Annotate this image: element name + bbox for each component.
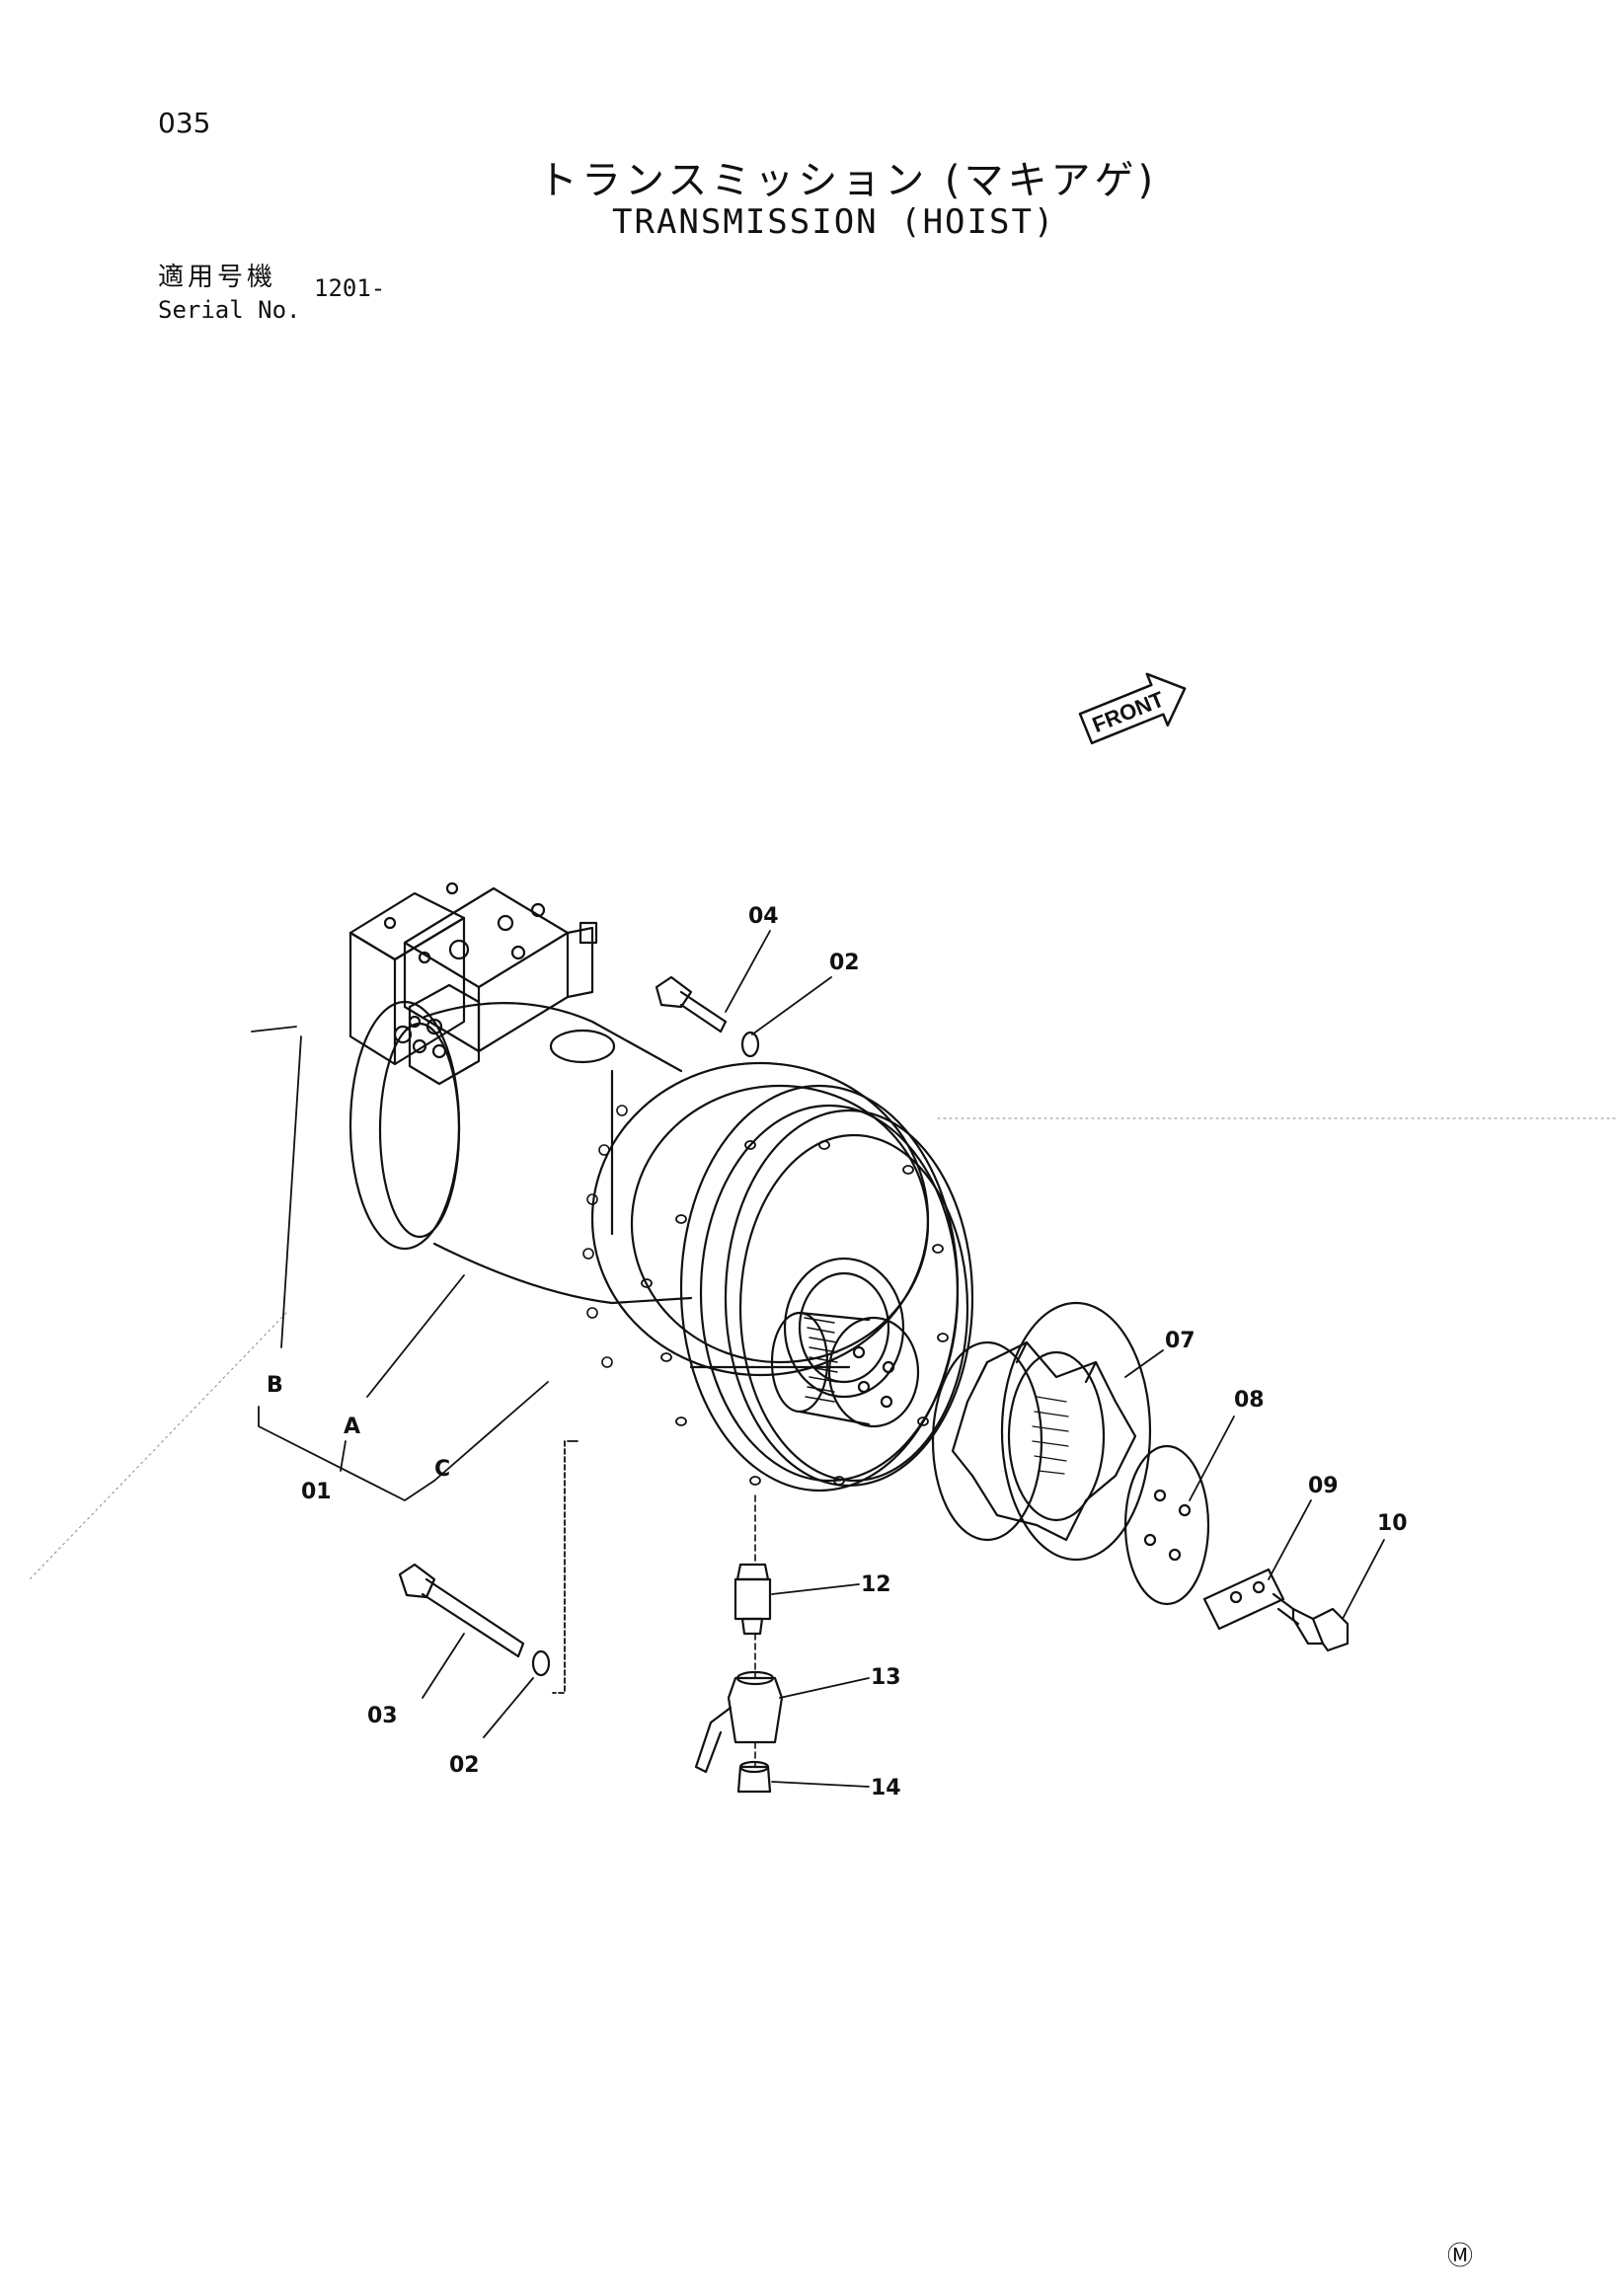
callout-03: 03 [367, 1704, 398, 1728]
lock-plate [1202, 1568, 1285, 1631]
flange-bolt-holes [641, 1140, 949, 1486]
page-title-japanese: トランスミッション (マキアゲ) [538, 158, 1158, 203]
output-shaft [770, 1311, 920, 1428]
callout-c: C [434, 1457, 450, 1482]
serial-label-japanese: 適用号機 [158, 263, 277, 292]
drain-cap-14 [736, 1760, 772, 1794]
washer-02-top [740, 1031, 760, 1058]
page-title-english: TRANSMISSION (HOIST) [612, 202, 1056, 242]
callout-12: 12 [861, 1572, 891, 1597]
valve-block [348, 881, 598, 1086]
washer-02-bottom [531, 1649, 551, 1677]
callout-b: B [267, 1373, 283, 1398]
leader-lines [251, 930, 1385, 1788]
bolt-03 [398, 1563, 525, 1658]
serial-number-value: 1201- [314, 274, 386, 302]
callout-a: A [344, 1415, 360, 1439]
pinion-gear [931, 1301, 1152, 1562]
hoist-motor-body [348, 1000, 693, 1305]
callout-09: 09 [1308, 1474, 1339, 1498]
transmission-drum [582, 1061, 974, 1492]
callout-labels: 04 02 07 08 09 10 12 13 14 03 02 B A C 0… [267, 904, 1408, 1800]
callout-10: 10 [1377, 1511, 1408, 1536]
drum-outer-bolts [582, 1105, 628, 1368]
serial-label-english: Serial No. [158, 296, 301, 324]
page-number: 035 [158, 107, 211, 139]
retainer-plate [1123, 1444, 1210, 1606]
front-arrow-icon: FRONT [1078, 672, 1187, 745]
dotted-guide-lines [29, 1117, 1620, 1580]
callout-14: 14 [871, 1776, 901, 1800]
drain-cock-13 [694, 1670, 784, 1774]
bolt-10 [1272, 1592, 1350, 1652]
bolt-04 [655, 975, 728, 1033]
callout-02-top: 02 [829, 951, 860, 975]
callout-08: 08 [1234, 1388, 1265, 1413]
callout-13: 13 [871, 1665, 901, 1690]
callout-07: 07 [1165, 1329, 1196, 1353]
drain-plug-12 [733, 1563, 772, 1636]
callout-01: 01 [301, 1480, 332, 1504]
callout-04: 04 [748, 904, 779, 929]
callout-02-bottom: 02 [449, 1753, 480, 1778]
manual-mark-icon: Ⓜ [1447, 2242, 1474, 2271]
